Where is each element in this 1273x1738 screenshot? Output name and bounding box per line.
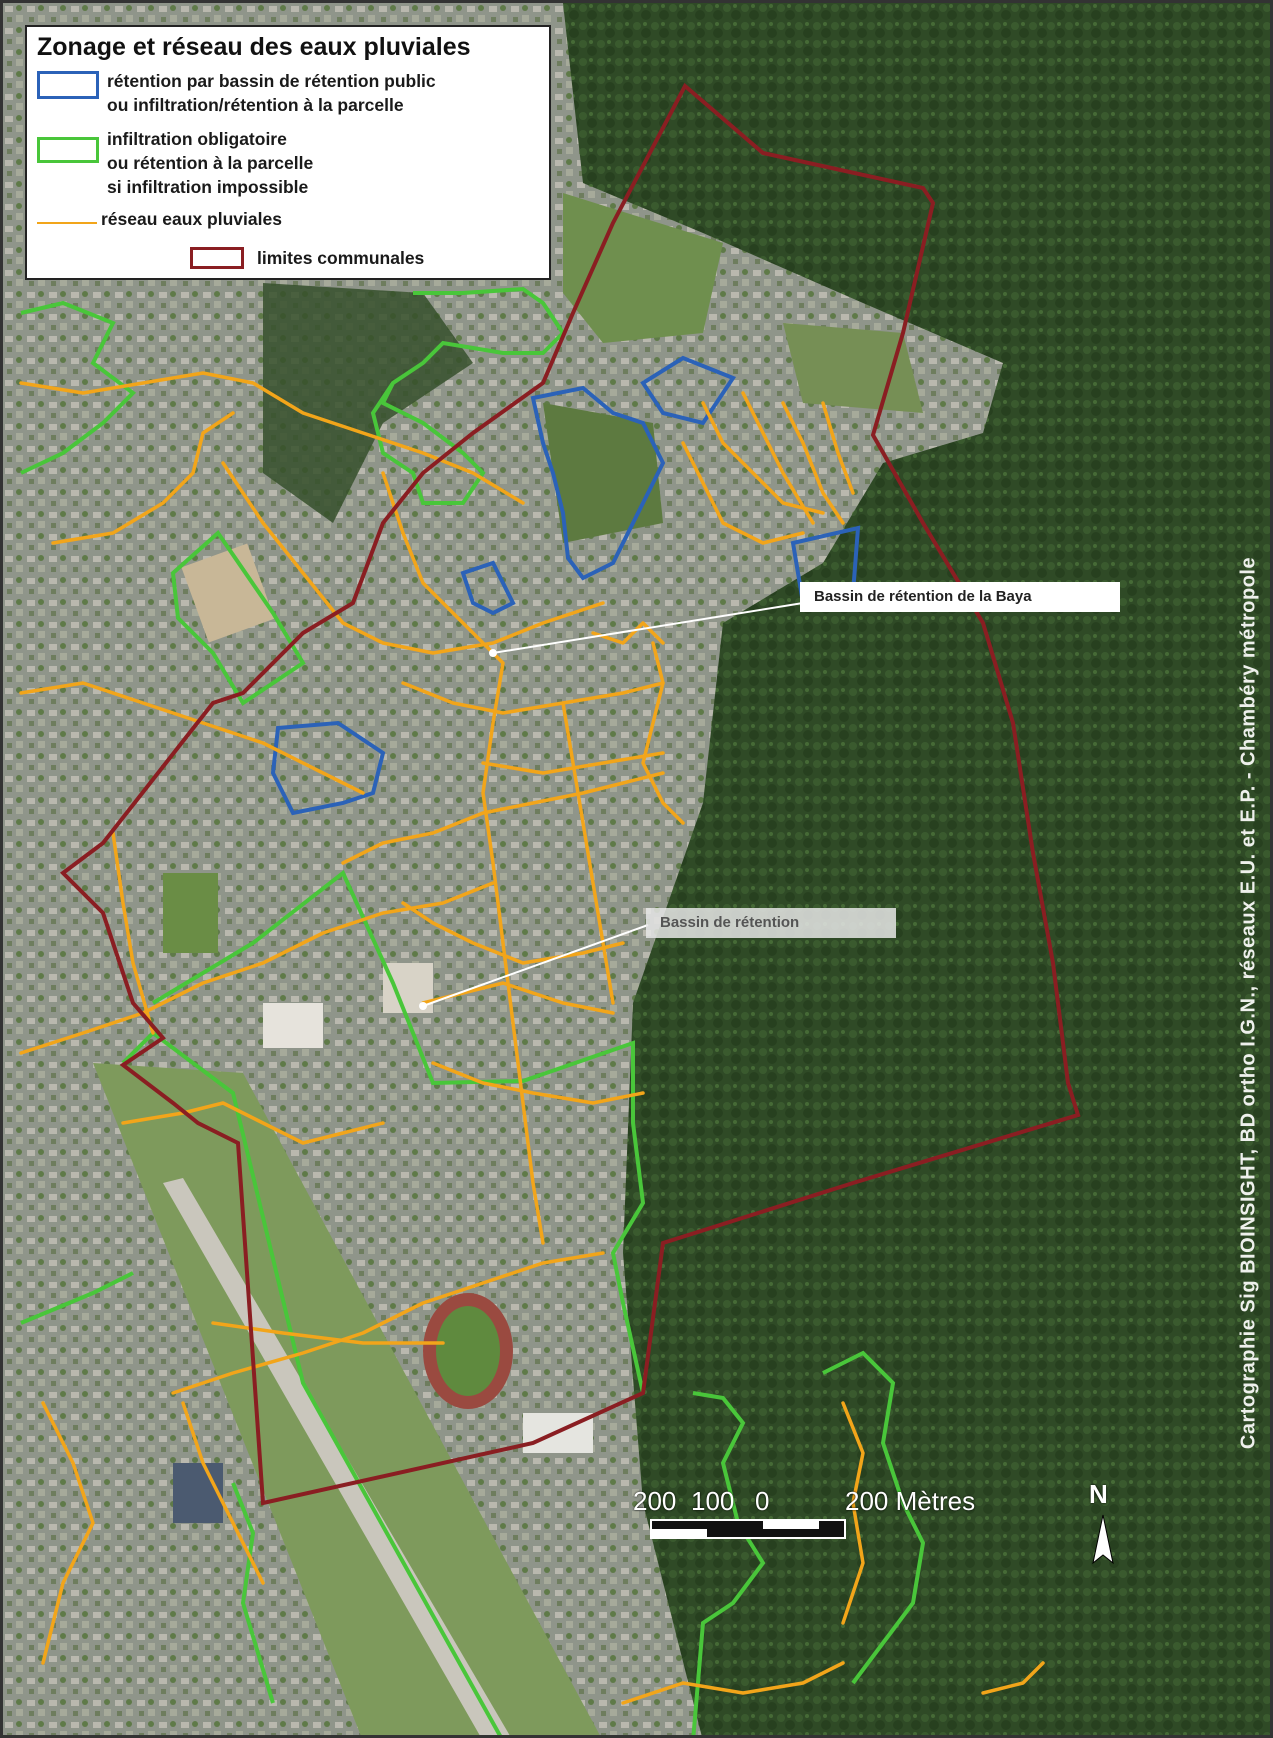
commune-limit[interactable] <box>59 82 1081 1506</box>
scale-bar <box>650 1519 846 1539</box>
scale-label-metres: 200 Mètres <box>845 1486 976 1516</box>
retention-basin-marker[interactable] <box>419 1002 427 1010</box>
legend-limit-label: limites communales <box>257 248 425 268</box>
callout-baya: Bassin de rétention de la Baya <box>800 582 1120 612</box>
map-credit: Cartographie Sig BIOINSIGHT, BD ortho I.… <box>1237 556 1260 1450</box>
map-canvas[interactable] <box>3 3 1273 1738</box>
legend-title: Zonage et réseau des eaux pluviales <box>37 33 471 61</box>
map-legend: Zonage et réseau des eaux pluviales réte… <box>25 25 551 280</box>
scale-label-100: 100 <box>691 1486 735 1516</box>
legend-green-line-3: si infiltration impossible <box>107 177 309 197</box>
north-label: N <box>1089 1479 1108 1509</box>
commune-limit-swatch <box>190 247 244 269</box>
baya-basin-marker[interactable] <box>489 649 497 657</box>
legend-green-line-2: ou rétention à la parcelle <box>107 153 314 173</box>
callout-leaders <box>422 602 804 1007</box>
storm-network-swatch <box>37 222 97 224</box>
legend-blue-line-2: ou infiltration/rétention à la parcelle <box>107 95 404 115</box>
north-arrow <box>1092 1514 1114 1565</box>
legend-blue-line-1: rétention par bassin de rétention public <box>107 71 436 91</box>
blue-zone-swatch <box>37 71 99 99</box>
callout-retention: Bassin de rétention <box>646 908 896 938</box>
green-infiltration-zones[interactable] <box>20 286 926 1738</box>
green-zone-swatch <box>37 137 99 163</box>
scale-label-0: 0 <box>755 1486 770 1516</box>
stormwater-network[interactable] <box>19 371 1045 1705</box>
legend-network-label: réseau eaux pluviales <box>101 209 282 229</box>
scale-label-200: 200 <box>633 1486 677 1516</box>
legend-green-line-1: infiltration obligatoire <box>107 129 287 149</box>
